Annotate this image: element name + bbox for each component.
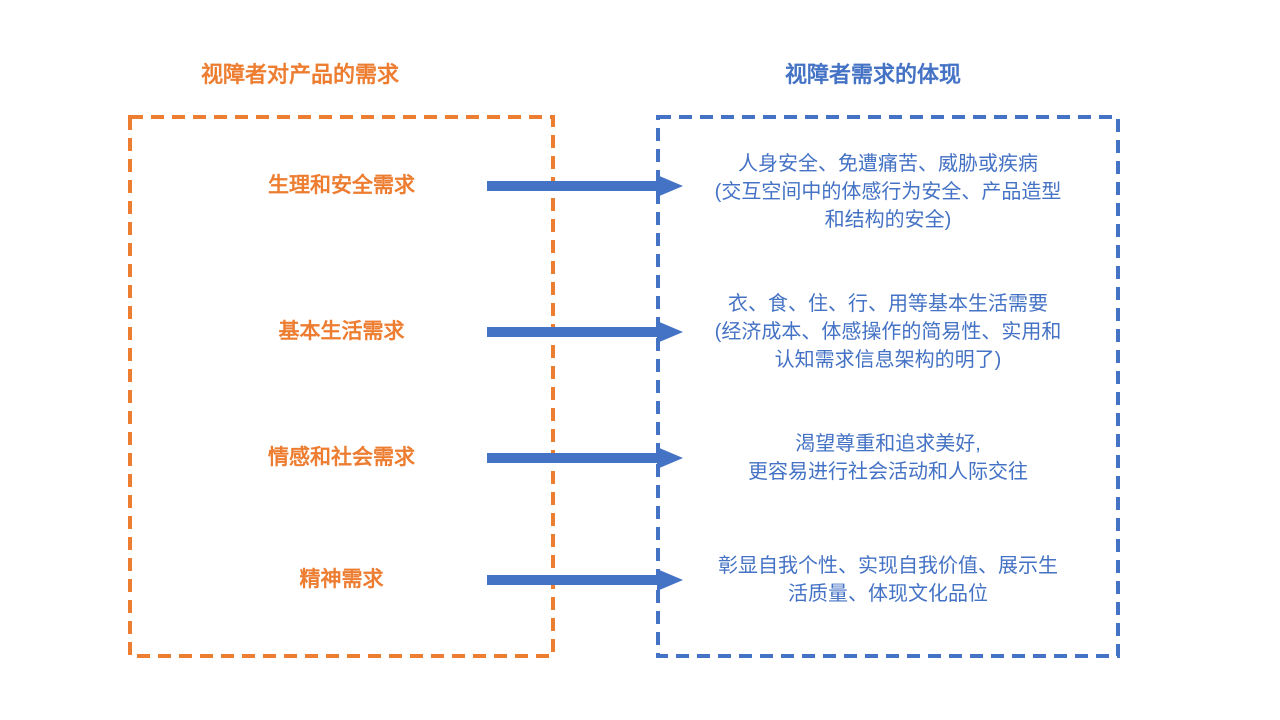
arrow-right-icon — [487, 321, 683, 343]
manifestation-text-row2: 衣、食、住、行、用等基本生活需要 (经济成本、体感操作的简易性、实用和 认知需求… — [661, 290, 1115, 374]
text-line: 彰显自我个性、实现自我价值、展示生 — [718, 555, 1058, 577]
need-label-emotional-social: 情感和社会需求 — [268, 446, 415, 469]
text-line: 人身安全、免遭痛苦、威胁或疾病 — [738, 153, 1038, 175]
text-line: (经济成本、体感操作的简易性、实用和 — [714, 321, 1062, 343]
text-line: 认知需求信息架构的明了) — [774, 349, 1002, 371]
left-column-title: 视障者对产品的需求 — [200, 62, 399, 87]
arrow-right-icon — [487, 569, 683, 591]
manifestation-text-row3: 渴望尊重和追求美好, 更容易进行社会活动和人际交往 — [661, 430, 1115, 486]
text-line: 渴望尊重和追求美好, — [795, 433, 981, 455]
need-label-spiritual: 精神需求 — [299, 568, 384, 591]
text-line: 活质量、体现文化品位 — [788, 583, 988, 605]
needs-dashed-box — [128, 115, 555, 658]
text-line: 衣、食、住、行、用等基本生活需要 — [728, 293, 1048, 315]
text-line: (交互空间中的体感行为安全、产品造型 — [714, 181, 1062, 203]
manifestations-dashed-box — [656, 115, 1120, 658]
need-label-basic-life: 基本生活需求 — [278, 320, 405, 343]
manifestation-text-row4: 彰显自我个性、实现自我价值、展示生 活质量、体现文化品位 — [661, 552, 1115, 608]
arrow-right-icon — [487, 447, 683, 469]
manifestation-text-row1: 人身安全、免遭痛苦、威胁或疾病 (交互空间中的体感行为安全、产品造型 和结构的安… — [661, 150, 1115, 234]
need-label-physiological-safety: 生理和安全需求 — [268, 174, 415, 197]
text-line: 更容易进行社会活动和人际交往 — [748, 461, 1028, 483]
arrow-right-icon — [487, 175, 683, 197]
right-column-title: 视障者需求的体现 — [784, 62, 961, 87]
text-line: 和结构的安全) — [824, 209, 952, 231]
